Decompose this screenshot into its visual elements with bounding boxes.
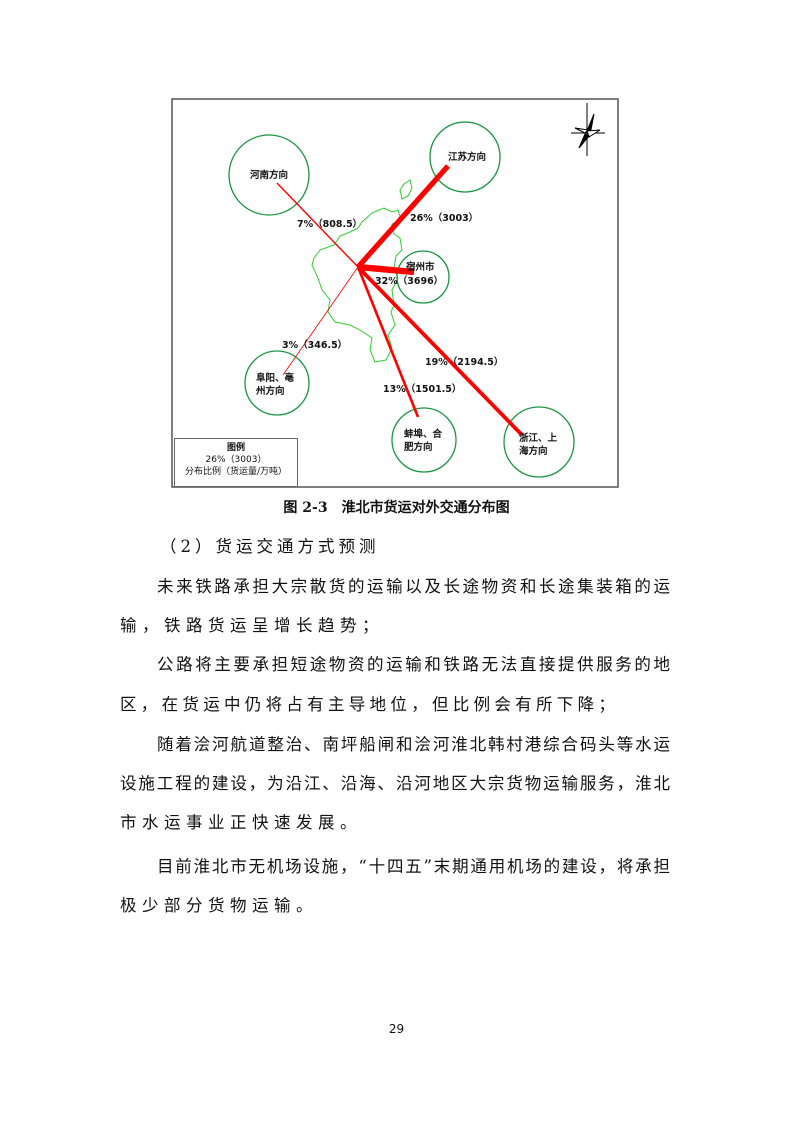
flow-line-fuyang [282,266,359,376]
destination-name-jiangsu: 江苏方向 [448,151,486,163]
flow-label-fuyang: 3%（346.5） [282,339,347,351]
map-legend: 图例 26%（3003） 分布比例（货运量/万吨） [174,438,298,487]
paragraph-line: 设施工程的建设，为沿江、沿海、沿河地区大宗货物运输服务，淮北 [120,774,670,793]
flow-label-jiangsu: 26%（3003） [410,212,478,224]
flow-line-zhejiang [356,265,524,437]
legend-description: 分布比例（货运量/万吨） [184,467,288,477]
flow-line-bengbu [356,266,420,418]
destination-name-bengbu: 肥方向 [404,441,433,453]
paragraph-line: 极少部分货物运输。 [120,896,318,915]
destination-name-suzhou: 宿州市 [406,261,435,273]
paragraph-line: 区，在货运中仍将占有主导地位，但比例会有所下降； [120,695,620,714]
page-number: 29 [388,1022,405,1036]
destination-circle-fuyang [244,350,310,416]
flow-label-zhejiang: 19%（2194.5） [425,356,503,368]
destination-name-zhejiang: 海方向 [519,445,548,457]
paragraph-line: 公路将主要承担短途物资的运输和铁路无法直接提供服务的地 [157,655,670,674]
figure-caption: 图 2-3 淮北市货运对外交通分布图 [283,500,510,516]
flow-label-suzhou: 32%（3696） [375,275,443,287]
paragraph-line: 目前淮北市无机场设施，“十四五”末期通用机场的建设，将承担 [157,857,670,876]
flow-label-bengbu: 13%（1501.5） [383,383,461,395]
flow-line-suzhou [357,263,415,276]
flow-line-henan [276,182,359,268]
destination-name-fuyang: 阜阳、亳 [256,372,295,384]
compass-icon [571,103,605,156]
destination-name-bengbu: 蚌埠、合 [404,428,443,440]
destination-circle-suzhou [396,250,450,304]
paragraph-line: 随着浍河航道整治、南坪船闸和浍河淮北韩村港综合码头等水运 [157,735,670,754]
legend-sample: 26%（3003） [205,455,267,465]
subheading: （2）货运交通方式预测 [160,537,380,556]
destination-circle-bengbu [391,407,457,473]
destination-name-zhejiang: 浙江、上 [519,432,558,444]
huaibei-boundary [311,207,403,363]
destination-name-henan: 河南方向 [250,169,288,181]
freight-distribution-map: 7%（808.5） 河南方向 26%（3003） 江苏方向 32%（3696） 宿州市 3%… [171,98,619,488]
map-frame [171,98,619,488]
paragraph-line: 市水运事业正快速发展。 [120,813,362,832]
flow-line-jiangsu [356,164,450,269]
destination-circle-henan [228,134,310,216]
legend-title: 图例 [226,443,245,453]
destination-circle-zhejiang [503,406,575,478]
paragraph-line: 输，铁路货运呈增长趋势； [120,616,384,635]
paragraph-line: 未来铁路承担大宗散货的运输以及长途物资和长途集装箱的运 [157,577,670,596]
destination-name-fuyang: 州方向 [255,385,285,397]
flow-label-henan: 7%（808.5） [297,218,362,230]
island-boundary [399,179,413,200]
destination-circle-jiangsu [429,121,501,193]
